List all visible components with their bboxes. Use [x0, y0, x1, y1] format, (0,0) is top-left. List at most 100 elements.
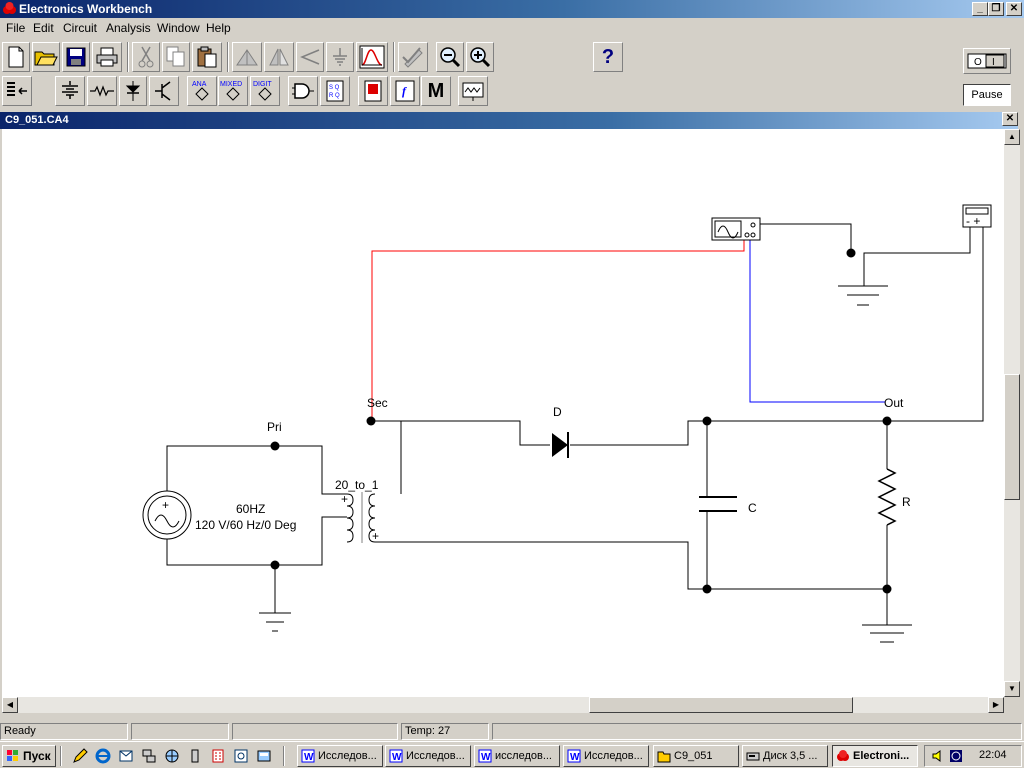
indicators-bin-button[interactable]	[358, 76, 388, 106]
task-button-word-1[interactable]: W Исследов...	[297, 745, 383, 767]
task-button-word-3[interactable]: W исследов...	[474, 745, 560, 767]
svg-text:+: +	[162, 498, 169, 512]
diode[interactable]	[552, 432, 569, 458]
capacitor[interactable]	[699, 496, 737, 512]
resistor-icon	[90, 85, 114, 97]
favorites-bin-button[interactable]	[2, 76, 32, 106]
speaker-icon[interactable]	[931, 749, 945, 763]
start-label: Пуск	[23, 749, 51, 763]
flip-vertical-icon	[300, 49, 320, 65]
save-button[interactable]	[62, 42, 90, 72]
paste-button[interactable]	[192, 42, 222, 72]
multimeter[interactable]: - +	[962, 204, 992, 228]
component-properties-button[interactable]	[326, 42, 354, 72]
diodes-bin-button[interactable]	[119, 76, 147, 106]
transformer[interactable]	[346, 492, 376, 543]
folder-icon	[657, 751, 671, 763]
sources-bin-button[interactable]	[55, 76, 85, 106]
task-button-word-2[interactable]: W Исследов...	[385, 745, 471, 767]
menu-help[interactable]: Help	[206, 21, 231, 35]
graphs-button[interactable]	[356, 42, 388, 72]
help-button[interactable]: ?	[593, 42, 623, 72]
start-button[interactable]: Пуск	[2, 745, 56, 767]
search-icon[interactable]	[233, 748, 249, 764]
calculator-icon[interactable]	[256, 748, 272, 764]
ie-icon[interactable]	[95, 748, 111, 764]
cut-button[interactable]	[132, 42, 160, 72]
flipflop-icon: S QR Q	[326, 80, 344, 102]
language-icon[interactable]	[949, 749, 963, 763]
system-tray: 22:04	[924, 745, 1022, 767]
zoom-in-button[interactable]	[466, 42, 494, 72]
digital-ics-bin-button[interactable]: DIGIT	[250, 76, 280, 106]
menu-edit[interactable]: Edit	[33, 21, 54, 35]
horizontal-scrollbar[interactable]: ◀ ▶	[2, 697, 1004, 713]
battery-tray-icon[interactable]	[187, 748, 203, 764]
temperature-readout: Temp: 27	[401, 723, 489, 740]
flip-horizontal-button[interactable]	[264, 42, 294, 72]
zoom-out-icon	[440, 47, 461, 68]
analog-ics-bin-button[interactable]: ANA	[187, 76, 217, 106]
create-subcircuit-button[interactable]	[398, 42, 428, 72]
mixed-ics-bin-button[interactable]: MIXED	[218, 76, 248, 106]
minimize-button[interactable]: _	[972, 2, 988, 16]
print-button[interactable]	[92, 42, 122, 72]
vertical-scrollbar[interactable]: ▲ ▼	[1004, 129, 1020, 697]
scroll-left-icon[interactable]: ◀	[2, 697, 18, 713]
oscilloscope[interactable]	[711, 217, 761, 241]
svg-text:MIXED: MIXED	[220, 81, 242, 88]
title-bar: Electronics Workbench _ ❐ ✕	[0, 0, 1024, 18]
graph-icon	[359, 45, 385, 69]
restore-button[interactable]: ❐	[988, 2, 1004, 16]
zoom-out-button[interactable]	[436, 42, 464, 72]
svg-text:S Q: S Q	[329, 85, 340, 91]
miscellaneous-bin-button[interactable]: M	[421, 76, 451, 106]
task-button-folder[interactable]: C9_051	[653, 745, 739, 767]
probe-wire-red	[371, 233, 745, 419]
scroll-down-icon[interactable]: ▼	[1004, 681, 1020, 697]
copy-button[interactable]	[162, 42, 190, 72]
wire-meter-ground	[863, 227, 971, 286]
instruments-bin-button[interactable]	[458, 76, 488, 106]
menu-circuit[interactable]: Circuit	[63, 21, 98, 35]
outlook-icon[interactable]	[118, 748, 134, 764]
copy-icon	[166, 46, 185, 67]
ground-right[interactable]	[862, 624, 912, 643]
transistor-icon	[155, 81, 171, 101]
new-button[interactable]	[2, 42, 30, 72]
circuit-canvas[interactable]: + 60HZ 120 V/60 Hz/0 Deg + + 20_to_1 Pri…	[2, 129, 1004, 697]
resistor[interactable]	[877, 468, 897, 526]
pause-button[interactable]: Pause	[963, 84, 1011, 106]
globe-icon[interactable]	[164, 748, 180, 764]
rotate-button[interactable]	[232, 42, 262, 72]
flip-vertical-button[interactable]	[296, 42, 324, 72]
ground-primary[interactable]	[259, 612, 291, 632]
document-close-button[interactable]: ✕	[1002, 112, 1018, 126]
calendar-icon[interactable]	[210, 748, 226, 764]
ac-source[interactable]: +	[142, 490, 192, 540]
menu-analysis[interactable]: Analysis	[106, 21, 151, 35]
ground-scope[interactable]	[838, 285, 888, 306]
basic-bin-button[interactable]	[87, 76, 117, 106]
open-button[interactable]	[32, 42, 60, 72]
controls-bin-button[interactable]: f	[390, 76, 420, 106]
logic-gates-bin-button[interactable]	[288, 76, 318, 106]
zoom-in-icon	[470, 47, 491, 68]
scroll-right-icon[interactable]: ▶	[988, 697, 1004, 713]
task-button-ewb[interactable]: Electroni...	[832, 745, 918, 767]
vertical-scroll-thumb[interactable]	[1004, 374, 1020, 500]
task-button-word-4[interactable]: W Исследов...	[563, 745, 649, 767]
menu-window[interactable]: Window	[157, 21, 200, 35]
close-button[interactable]: ✕	[1006, 2, 1022, 16]
horizontal-scroll-thumb[interactable]	[589, 697, 853, 713]
task-button-disk[interactable]: Диск 3,5 ...	[742, 745, 828, 767]
scroll-up-icon[interactable]: ▲	[1004, 129, 1020, 145]
out-label: Out	[884, 396, 904, 410]
pencil-icon[interactable]	[72, 748, 88, 764]
menu-file[interactable]: File	[6, 21, 26, 35]
network-icon[interactable]	[141, 748, 157, 764]
transistors-bin-button[interactable]	[149, 76, 179, 106]
